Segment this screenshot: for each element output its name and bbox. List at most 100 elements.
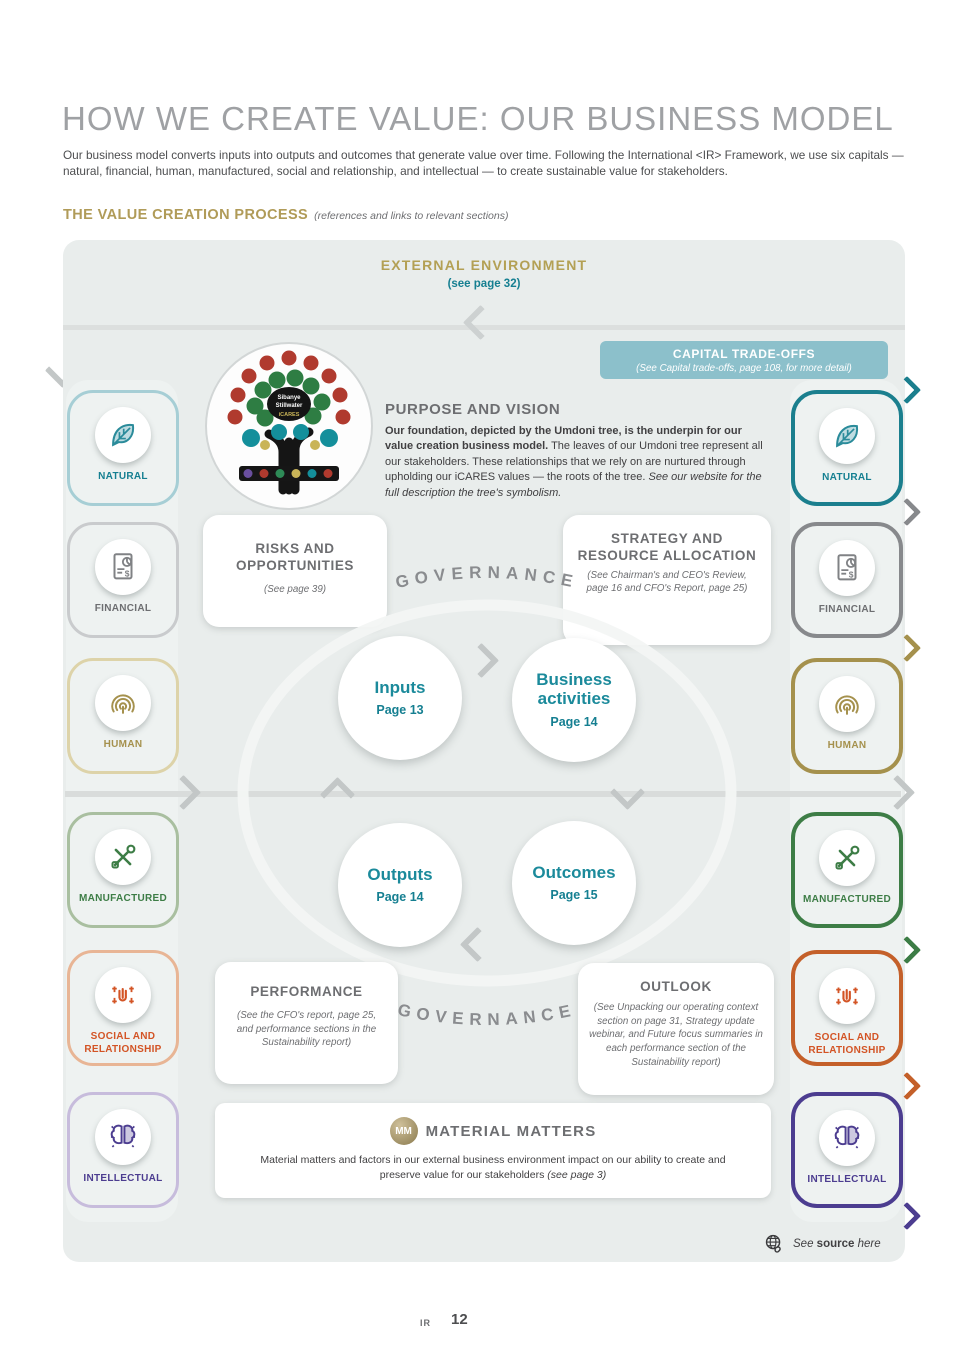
capital-label: INTELLECTUAL <box>807 1174 887 1185</box>
capital-tradeoffs-title: CAPITAL TRADE-OFFS <box>672 346 816 361</box>
value-creation-diagram: EXTERNAL ENVIRONMENT (see page 32) NATUR… <box>63 240 922 1262</box>
outputs-circle[interactable]: Outputs Page 14 <box>338 823 462 947</box>
left-capitals-column <box>66 380 178 1222</box>
brain-icon <box>830 1121 864 1155</box>
business-activities-page-ref: Page 14 <box>550 714 598 729</box>
mm-badge-icon: MM <box>389 1117 418 1145</box>
inputs-label: Inputs <box>374 677 426 697</box>
capital-human-right: HUMAN <box>791 658 903 774</box>
intellectual-icon-circle <box>95 1109 151 1165</box>
financial-icon-circle <box>819 540 875 596</box>
social-icon-circle <box>95 967 151 1023</box>
material-matters-title: MATERIAL MATTERS <box>425 1122 597 1140</box>
capital-label: SOCIAL AND RELATIONSHIP <box>808 1032 886 1056</box>
outlook-box[interactable]: OUTLOOK (See Unpacking our operating con… <box>578 963 774 1095</box>
section-heading-row: THE VALUE CREATION PROCESS (references an… <box>63 206 905 224</box>
outputs-label: Outputs <box>367 864 433 884</box>
capital-label: MANUFACTURED <box>78 893 168 904</box>
globe-link-icon <box>763 1232 786 1255</box>
capital-human-left: HUMAN <box>67 658 179 774</box>
capital-natural-left: NATURAL <box>67 390 179 506</box>
section-note: (references and links to relevant sectio… <box>314 210 509 222</box>
purpose-italic-text: See our website for the full description… <box>385 471 762 499</box>
strategy-title: STRATEGY AND RESOURCE ALLOCATION <box>577 531 757 563</box>
mid-divider-line <box>65 791 901 797</box>
hand-network-icon <box>830 979 864 1013</box>
section-heading: THE VALUE CREATION PROCESS <box>63 207 309 223</box>
capital-label: FINANCIAL <box>94 603 152 614</box>
financial-statement-icon <box>106 550 140 584</box>
purpose-vision-text: Our foundation, depicted by the Umdoni t… <box>385 424 773 501</box>
capital-tradeoffs-box[interactable]: CAPITAL TRADE-OFFS (See Capital trade-of… <box>600 341 888 379</box>
risks-title: RISKS AND OPPORTUNITIES <box>235 541 355 573</box>
risks-opportunities-box[interactable]: RISKS AND OPPORTUNITIES (See page 39) <box>203 515 387 627</box>
top-divider-line <box>63 325 905 330</box>
external-environment-title: EXTERNAL ENVIRONMENT <box>380 257 588 273</box>
right-capitals-column <box>790 380 902 1222</box>
svg-text:GOVERNANCE: GOVERNANCE <box>394 563 580 592</box>
svg-text:GOVERNANCE: GOVERNANCE <box>396 1000 578 1029</box>
capital-label: NATURAL <box>822 472 872 483</box>
footer-report-label: IR <box>420 1318 431 1328</box>
purpose-vision-heading: PURPOSE AND VISION <box>385 401 561 418</box>
leaf-icon <box>830 419 864 453</box>
tools-icon <box>830 841 864 875</box>
source-link-text: See source here <box>793 1237 881 1250</box>
external-environment-page-ref[interactable]: (see page 32) <box>447 278 521 290</box>
material-matters-heading-row: MM MATERIAL MATTERS <box>215 1117 771 1145</box>
leaf-icon <box>106 418 140 452</box>
svg-text:Sibanye: Sibanye <box>277 395 301 401</box>
intellectual-icon-circle <box>819 1110 875 1166</box>
capital-manufactured-left: MANUFACTURED <box>67 812 179 928</box>
intro-paragraph: Our business model converts inputs into … <box>63 148 904 179</box>
capital-label: INTELLECTUAL <box>83 1173 163 1184</box>
governance-arc-bottom: GOVERNANCE <box>396 1000 578 1029</box>
business-activities-circle[interactable]: Business activities Page 14 <box>512 638 636 762</box>
capital-social-left: SOCIAL AND RELATIONSHIP <box>67 950 179 1066</box>
tools-icon <box>106 840 140 874</box>
capital-label: NATURAL <box>98 471 148 482</box>
social-icon-circle <box>819 968 875 1024</box>
strategy-ref: (See Chairman's and CEO's Review, page 1… <box>586 569 748 595</box>
manufactured-icon-circle <box>95 829 151 885</box>
brain-icon <box>106 1120 140 1154</box>
human-icon-circle <box>819 676 875 732</box>
umdoni-tree-graphic: Sibanye Stillwater iCARES <box>205 342 373 510</box>
material-page-ref: (see page 3) <box>547 1168 607 1181</box>
financial-statement-icon <box>830 551 864 585</box>
natural-icon-circle <box>819 408 875 464</box>
governance-arc-top: GOVERNANCE <box>394 563 580 592</box>
capital-label: SOCIAL AND RELATIONSHIP <box>84 1031 162 1055</box>
fingerprint-icon <box>830 687 864 721</box>
capital-social-right: SOCIAL AND RELATIONSHIP <box>791 950 903 1066</box>
natural-icon-circle <box>95 407 151 463</box>
capital-intellectual-right: INTELLECTUAL <box>791 1092 903 1208</box>
arrow-left-icon <box>462 304 499 341</box>
capital-label: HUMAN <box>103 739 143 750</box>
capital-natural-right: NATURAL <box>791 390 903 506</box>
capital-manufactured-right: MANUFACTURED <box>791 812 903 928</box>
source-link[interactable]: See source here <box>763 1232 881 1255</box>
page-title: HOW WE CREATE VALUE: OUR BUSINESS MODEL <box>62 100 894 137</box>
outcomes-circle[interactable]: Outcomes Page 15 <box>512 821 636 945</box>
inputs-page-ref: Page 13 <box>376 703 424 718</box>
outcomes-label: Outcomes <box>532 862 616 882</box>
cycle-ring <box>237 599 737 987</box>
outlook-title: OUTLOOK <box>640 979 712 994</box>
business-activities-label: Business activities <box>536 670 612 708</box>
material-matters-box[interactable]: MM MATERIAL MATTERS Material matters and… <box>215 1103 771 1198</box>
risks-ref: (See page 39) <box>263 583 327 595</box>
human-icon-circle <box>95 675 151 731</box>
performance-title: PERFORMANCE <box>250 984 363 999</box>
inputs-circle[interactable]: Inputs Page 13 <box>338 636 462 760</box>
manufactured-icon-circle <box>819 830 875 886</box>
footer-page-number: 12 <box>451 1311 468 1328</box>
performance-box[interactable]: PERFORMANCE (See the CFO's report, page … <box>215 962 398 1084</box>
fingerprint-icon <box>106 686 140 720</box>
svg-text:iCARES: iCARES <box>279 412 300 418</box>
capital-label: FINANCIAL <box>818 604 876 615</box>
capital-financial-left: FINANCIAL <box>67 522 179 638</box>
capital-intellectual-left: INTELLECTUAL <box>67 1092 179 1208</box>
capital-label: MANUFACTURED <box>802 894 892 905</box>
capital-label: HUMAN <box>827 740 867 751</box>
